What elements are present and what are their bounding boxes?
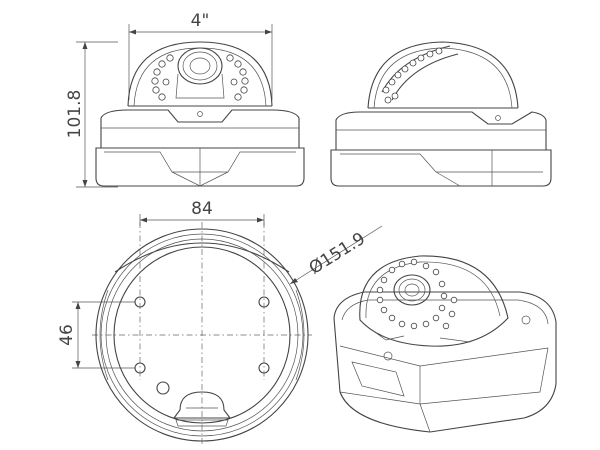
front-housing <box>95 105 305 187</box>
diameter-dimension: Ø151.9 <box>289 225 383 285</box>
hole-spacing-y-label: 46 <box>57 324 77 346</box>
height-dimension-label: 101.8 <box>65 90 85 139</box>
front-lens <box>175 47 225 99</box>
front-ir-led-ring <box>151 54 249 101</box>
hole-spacing-y-dimension: 46 <box>57 301 135 369</box>
side-housing <box>330 107 552 187</box>
outer-base-ring <box>95 228 309 442</box>
iso-ir-led-ring <box>376 258 458 330</box>
front-dome <box>127 41 273 107</box>
iso-lens <box>393 274 431 306</box>
front-elevation-view: 4" 101.8 <box>65 11 305 188</box>
inner-base-ring <box>113 246 291 424</box>
cable-notch <box>156 381 232 427</box>
height-dimension: 101.8 <box>65 41 118 188</box>
iso-base <box>333 291 557 433</box>
side-elevation-view <box>330 41 552 187</box>
side-dome <box>367 41 519 109</box>
side-ir-led-ring <box>381 45 459 104</box>
hole-spacing-x-dimension: 84 <box>139 199 265 226</box>
hole-spacing-x-label: 84 <box>191 199 213 219</box>
iso-dome <box>359 255 509 347</box>
diameter-dimension-label: Ø151.9 <box>306 229 369 279</box>
bottom-plan-view: 84 46 Ø151.9 <box>57 199 383 445</box>
isometric-view <box>333 255 557 433</box>
width-dimension: 4" <box>128 11 273 100</box>
width-dimension-label: 4" <box>191 11 210 31</box>
